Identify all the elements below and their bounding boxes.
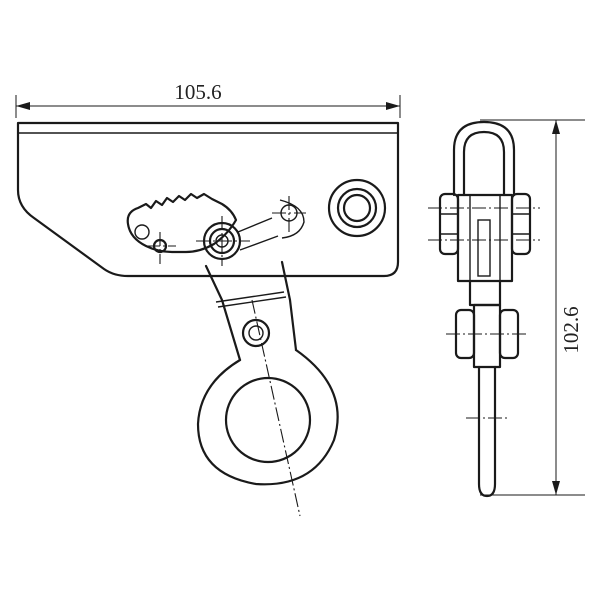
side-eye-blade <box>477 365 497 498</box>
width-dimension-label: 105.6 <box>174 80 221 104</box>
spring-hook <box>279 199 305 239</box>
arm-rivet <box>241 318 271 348</box>
cam-lever <box>126 192 238 254</box>
rivet-outer <box>241 318 271 348</box>
width-arrow-right <box>386 102 400 110</box>
width-dimension: 105.6 <box>15 80 401 118</box>
side-lower-body <box>472 303 502 369</box>
side-bolt-left <box>438 192 460 256</box>
attachment-eye <box>196 348 339 486</box>
side-bolt-right <box>510 192 532 256</box>
roller-middle <box>336 187 378 229</box>
side-top-loop-inner <box>462 130 506 197</box>
cam-pivot-hole <box>134 224 150 240</box>
height-dimension-label: 102.6 <box>559 306 583 353</box>
side-cam-section <box>477 219 491 277</box>
width-arrow-left <box>16 102 30 110</box>
rivet-inner <box>248 325 264 341</box>
side-top-loop-outer <box>452 120 516 197</box>
side-view <box>428 120 540 498</box>
roller <box>327 178 387 238</box>
connector-band-upper <box>215 291 285 303</box>
pivot-pin-left <box>146 232 176 264</box>
height-arrow-top <box>552 120 560 134</box>
roller-outer <box>327 178 387 238</box>
pivot-pin-upper <box>272 196 306 232</box>
side-body <box>456 193 514 283</box>
arm-centerline <box>251 299 301 517</box>
height-arrow-bottom <box>552 481 560 495</box>
height-dimension: 102.6 <box>480 119 585 496</box>
eye-outer <box>196 348 339 486</box>
connector-arm-sides <box>204 260 298 362</box>
roller-inner <box>342 193 372 223</box>
front-view <box>16 121 400 517</box>
spring-arm <box>237 217 279 251</box>
eye-inner <box>224 376 312 464</box>
side-neck <box>468 279 502 307</box>
housing-plate <box>16 121 400 278</box>
